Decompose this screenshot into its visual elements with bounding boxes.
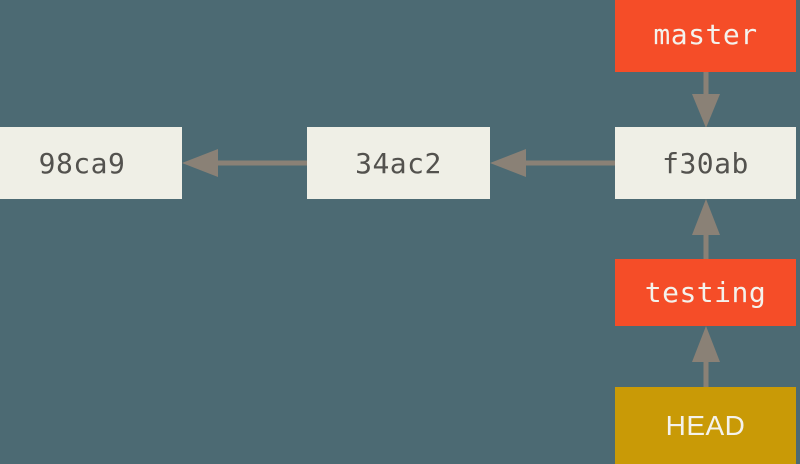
arrow-master-to-f30ab: [688, 72, 724, 128]
commit-label: 98ca9: [38, 146, 126, 180]
head-pointer-node[interactable]: HEAD: [615, 387, 796, 464]
commit-label: f30ab: [662, 146, 749, 180]
branch-label: testing: [644, 276, 767, 309]
branch-node-master[interactable]: master: [615, 0, 796, 72]
commit-node-98ca9[interactable]: 98ca9: [0, 127, 182, 199]
arrow-34ac2-to-98ca9: [182, 145, 307, 181]
branch-label: master: [653, 17, 758, 51]
arrow-head-to-testing: [688, 326, 724, 388]
branch-node-testing[interactable]: testing: [615, 259, 796, 326]
commit-node-f30ab[interactable]: f30ab: [615, 127, 796, 199]
arrow-testing-to-f30ab: [688, 199, 724, 260]
commit-node-34ac2[interactable]: 34ac2: [307, 127, 490, 199]
commit-label: 34ac2: [355, 146, 442, 180]
arrow-f30ab-to-34ac2: [490, 145, 615, 181]
head-label: HEAD: [665, 409, 746, 441]
